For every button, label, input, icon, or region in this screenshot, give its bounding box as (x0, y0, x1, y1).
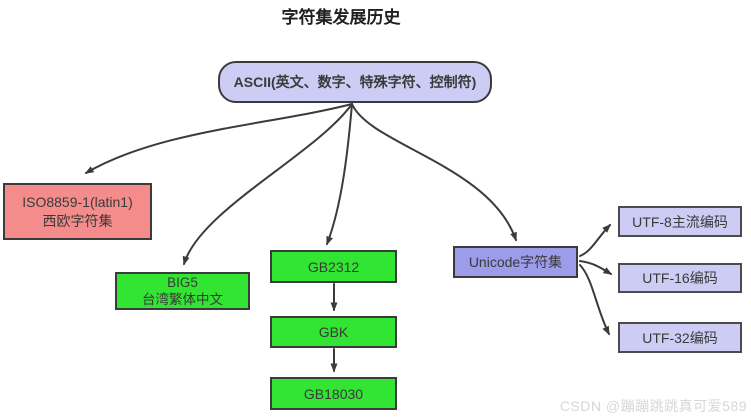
edge-ascii-to-big5 (182, 103, 353, 266)
node-gb2312-label: GB2312 (307, 258, 360, 275)
node-gbk: GBK (270, 316, 397, 348)
node-utf8: UTF-8主流编码 (618, 206, 742, 237)
node-gb18030: GB18030 (270, 377, 397, 410)
node-gb2312: GB2312 (270, 250, 397, 283)
node-unicode-label: Unicode字符集 (468, 254, 563, 270)
edge-ascii-to-unicode (351, 103, 517, 242)
node-gbk-label: GBK (318, 324, 349, 340)
node-utf32: UTF-32编码 (618, 322, 742, 353)
edge-unicode-to-utf32 (579, 264, 610, 336)
diagram-title: 字符集发展历史 (281, 8, 401, 27)
edge-unicode-to-utf8 (579, 223, 612, 257)
node-utf16: UTF-16编码 (618, 263, 742, 293)
node-big5-line2: 台湾繁体中文 (142, 292, 223, 307)
node-utf32-label: UTF-32编码 (642, 329, 718, 346)
node-iso8859-1-line1: ISO8859-1(latin1) (22, 193, 133, 210)
node-gb18030-label: GB18030 (303, 385, 364, 402)
node-iso8859-1: ISO8859-1(latin1) 西欧字符集 (3, 183, 152, 240)
node-big5: BIG5 台湾繁体中文 (115, 272, 250, 310)
watermark: CSDN @蹦蹦跳跳真可爱589 (559, 398, 747, 414)
node-ascii: ASCII(英文、数字、特殊字符、控制符) (218, 61, 492, 103)
node-unicode: Unicode字符集 (453, 246, 578, 278)
node-big5-line1: BIG5 (167, 275, 198, 290)
node-utf16-label: UTF-16编码 (642, 270, 718, 286)
node-ascii-label: ASCII(英文、数字、特殊字符、控制符) (233, 74, 477, 90)
node-utf8-label: UTF-8主流编码 (632, 213, 728, 230)
node-iso8859-1-line2: 西欧字符集 (42, 212, 113, 229)
edge-ascii-to-gb2312 (326, 103, 353, 246)
edge-unicode-to-utf16 (579, 260, 613, 275)
edge-ascii-to-iso (84, 103, 353, 174)
